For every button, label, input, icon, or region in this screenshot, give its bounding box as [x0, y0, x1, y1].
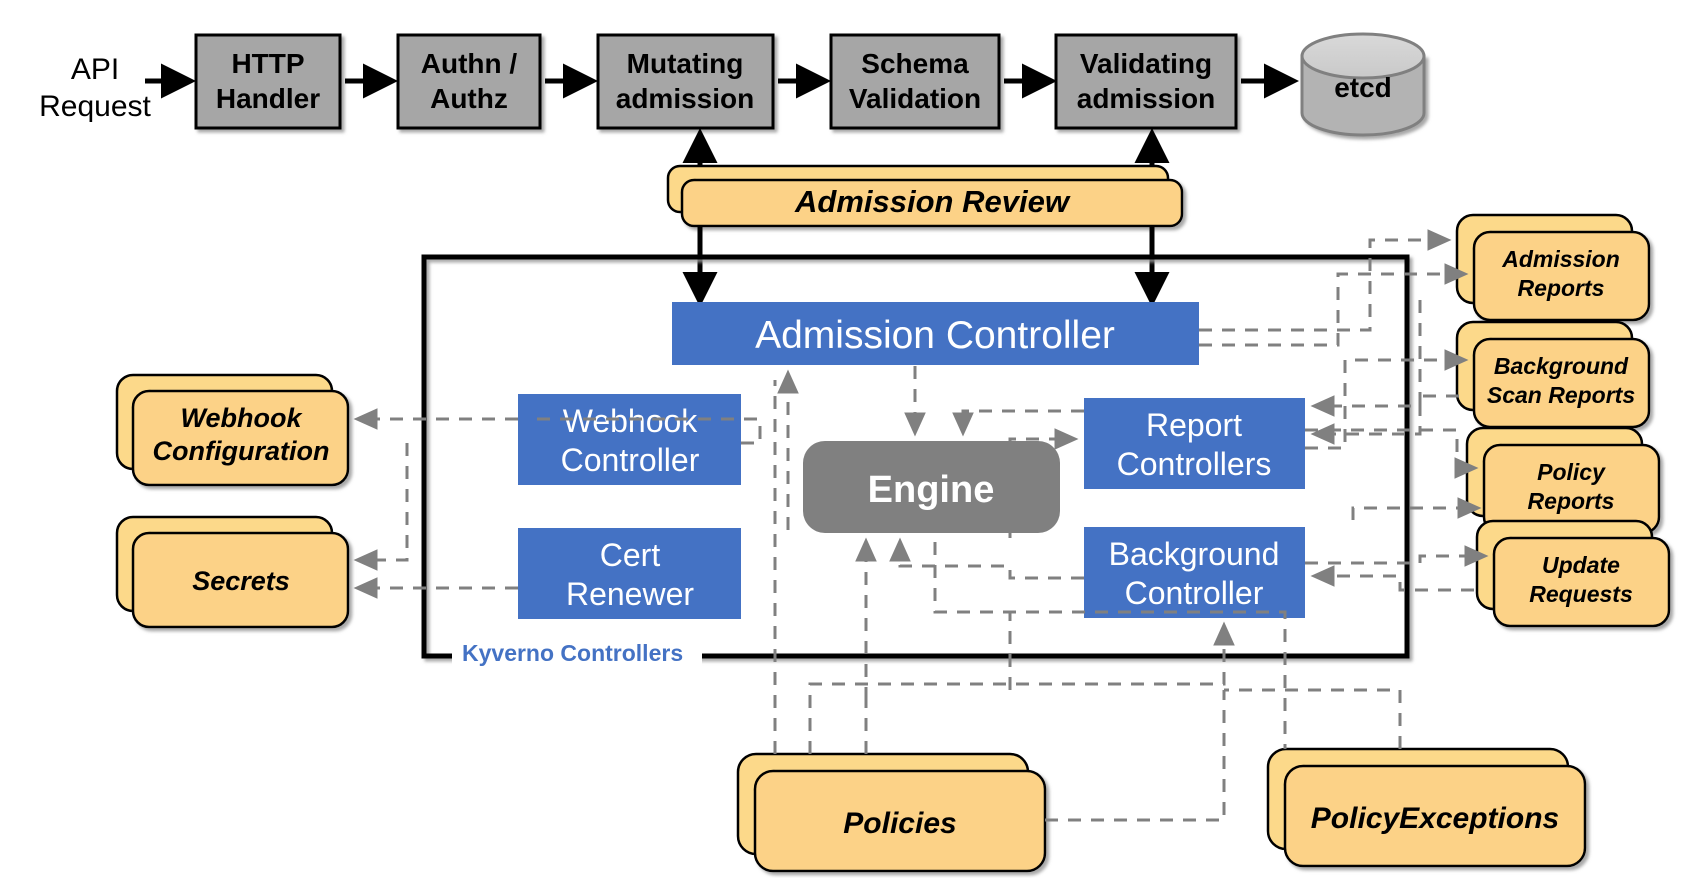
pipeline-stage-http-handler[interactable]: HTTP Handler: [194, 33, 342, 130]
policies-card[interactable]: Policies: [736, 752, 1047, 873]
svg-text:Renewer: Renewer: [566, 576, 694, 612]
dash-engine-to-report-controllers: [1008, 428, 1079, 538]
secrets-card[interactable]: Secrets: [115, 515, 350, 629]
dash-policies-right-out: [1045, 690, 1226, 822]
dash-background-controller-to-update-requests: [1305, 545, 1489, 567]
svg-text:Controller: Controller: [561, 442, 700, 478]
svg-text:Validating: Validating: [1080, 48, 1212, 79]
pipeline-stage-authn-authz[interactable]: Authn / Authz: [396, 33, 542, 130]
svg-text:Update: Update: [1542, 552, 1620, 578]
dash-background-scan-reports-to-report-controllers: [1310, 394, 1459, 445]
dash-update-requests-to-background-controller: [1310, 565, 1474, 592]
admission-reports-card[interactable]: Admission Reports: [1455, 213, 1651, 322]
svg-text:Admission: Admission: [1501, 246, 1620, 272]
dash-admission-controller-to-admission-reports: [1199, 229, 1452, 332]
svg-text:Controller: Controller: [1125, 575, 1264, 611]
svg-text:Policies: Policies: [843, 807, 956, 840]
report-controllers-box[interactable]: Report Controllers: [1084, 398, 1305, 489]
dash-background-controller-to-engine: [889, 537, 1084, 580]
svg-text:Cert: Cert: [600, 537, 661, 573]
svg-text:Handler: Handler: [216, 83, 320, 114]
svg-text:Validation: Validation: [849, 83, 981, 114]
svg-text:Policy: Policy: [1537, 459, 1606, 485]
update-requests-card[interactable]: Update Requests: [1475, 519, 1671, 628]
dash-report-controllers-to-policy-reports: [1305, 428, 1479, 479]
svg-text:etcd: etcd: [1334, 72, 1392, 103]
svg-text:admission: admission: [1077, 83, 1215, 114]
engine-box[interactable]: Engine: [803, 441, 1060, 533]
dash-report-controllers-to-engine: [952, 409, 1084, 437]
svg-text:API: API: [71, 53, 119, 86]
pipeline-stage-schema-validation[interactable]: Schema Validation: [829, 33, 1001, 130]
webhook-controller-box[interactable]: Webhook Controller: [518, 394, 741, 485]
svg-text:Webhook: Webhook: [563, 403, 699, 439]
pipeline-stage-mutating-admission[interactable]: Mutating admission: [596, 33, 775, 130]
pipeline-stage-validating-admission[interactable]: Validating admission: [1054, 33, 1238, 130]
policyexceptions-card[interactable]: PolicyExceptions: [1266, 747, 1587, 868]
svg-text:PolicyExceptions: PolicyExceptions: [1311, 802, 1559, 835]
api-request-label: API Request: [39, 53, 151, 123]
svg-text:Reports: Reports: [1528, 488, 1615, 514]
svg-text:Scan Reports: Scan Reports: [1487, 382, 1635, 408]
policy-reports-card[interactable]: Policy Reports: [1465, 426, 1661, 535]
dash-policy-reports-feed: [1351, 497, 1482, 520]
engine-label: Engine: [868, 469, 995, 511]
admission-controller-box[interactable]: Admission Controller: [672, 302, 1199, 365]
svg-text:Background: Background: [1109, 536, 1280, 572]
svg-text:Configuration: Configuration: [153, 436, 330, 466]
dash-report-controllers-to-background-scan-reports: [1305, 349, 1469, 450]
svg-text:Secrets: Secrets: [192, 566, 290, 596]
kyverno-controllers-boundary: Kyverno Controllers: [421, 254, 1410, 672]
svg-text:Report: Report: [1146, 407, 1242, 443]
admission-review-label: Admission Review: [794, 184, 1071, 219]
svg-text:Requests: Requests: [1529, 581, 1633, 607]
svg-text:Request: Request: [39, 90, 151, 123]
svg-text:Schema: Schema: [861, 48, 969, 79]
dash-policyexceptions-up: [1224, 688, 1402, 749]
kyverno-controllers-label: Kyverno Controllers: [462, 640, 683, 666]
cert-renewer-box[interactable]: Cert Renewer: [518, 528, 741, 619]
dash-internal-webhook-link: [528, 417, 762, 445]
etcd-datastore[interactable]: etcd: [1300, 32, 1426, 137]
dash-engine-to-policyexceptions: [933, 542, 1287, 749]
svg-text:HTTP: HTTP: [231, 48, 304, 79]
admission-review-card[interactable]: Admission Review: [666, 164, 1184, 228]
dash-admission-reports-to-report-controllers: [1310, 300, 1422, 417]
dash-admission-controller-to-admission-reports-2: [1199, 263, 1469, 347]
svg-text:Background: Background: [1494, 353, 1629, 379]
svg-text:admission: admission: [616, 83, 754, 114]
dash-webhook-controller-to-secrets: [353, 443, 409, 571]
background-scan-reports-card[interactable]: Background Scan Reports: [1455, 320, 1651, 429]
background-controller-box[interactable]: Background Controller: [1084, 527, 1305, 618]
svg-text:Controllers: Controllers: [1117, 446, 1272, 482]
svg-text:Mutating: Mutating: [627, 48, 744, 79]
svg-text:Authn /: Authn /: [421, 48, 518, 79]
svg-text:Authz: Authz: [430, 83, 508, 114]
svg-text:Webhook: Webhook: [181, 403, 304, 433]
webhook-configuration-card[interactable]: Webhook Configuration: [115, 373, 350, 487]
svg-text:Reports: Reports: [1518, 275, 1605, 301]
dash-policies-to-background-controller: [808, 621, 1235, 754]
admission-controller-label: Admission Controller: [755, 314, 1115, 357]
